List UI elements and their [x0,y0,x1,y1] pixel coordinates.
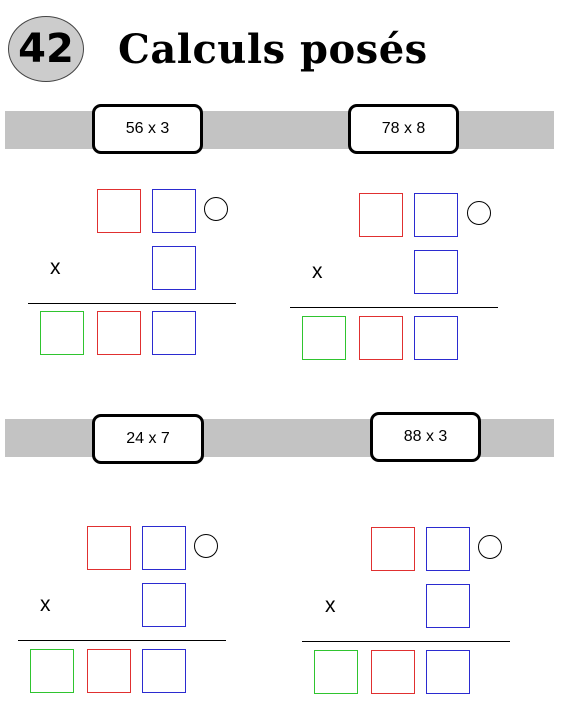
units-digit-box[interactable] [142,526,186,570]
units-digit-box[interactable] [426,527,470,571]
carry-circle[interactable] [467,201,491,225]
result-hundreds-box[interactable] [40,311,84,355]
section-band-top [5,111,554,149]
exercise-label-4: 88 x 3 [370,412,481,462]
result-line [290,307,498,308]
result-units-box[interactable] [142,649,186,693]
result-line [302,641,510,642]
multiply-sign: x [325,594,336,617]
units-digit-box[interactable] [414,193,458,237]
result-hundreds-box[interactable] [314,650,358,694]
multiplier-digit-box[interactable] [426,584,470,628]
tens-digit-box[interactable] [359,193,403,237]
carry-circle[interactable] [204,197,228,221]
exercise-label-2: 78 x 8 [348,104,459,154]
result-units-box[interactable] [414,316,458,360]
worksheet-number: 42 [18,26,74,72]
tens-digit-box[interactable] [371,527,415,571]
multiplier-digit-box[interactable] [152,246,196,290]
worksheet-number-badge: 42 [8,16,84,82]
multiply-sign: x [50,256,61,279]
carry-circle[interactable] [478,535,502,559]
result-tens-box[interactable] [371,650,415,694]
result-units-box[interactable] [426,650,470,694]
multiplier-digit-box[interactable] [142,583,186,627]
result-tens-box[interactable] [359,316,403,360]
result-units-box[interactable] [152,311,196,355]
tens-digit-box[interactable] [97,189,141,233]
result-tens-box[interactable] [87,649,131,693]
result-line [18,640,226,641]
result-hundreds-box[interactable] [302,316,346,360]
units-digit-box[interactable] [152,189,196,233]
tens-digit-box[interactable] [87,526,131,570]
page-title: Calculs posés [118,26,428,73]
exercise-label-3: 24 x 7 [92,414,204,464]
multiply-sign: x [312,260,323,283]
exercise-label-1: 56 x 3 [92,104,203,154]
result-hundreds-box[interactable] [30,649,74,693]
result-tens-box[interactable] [97,311,141,355]
result-line [28,303,236,304]
multiplier-digit-box[interactable] [414,250,458,294]
multiply-sign: x [40,593,51,616]
carry-circle[interactable] [194,534,218,558]
